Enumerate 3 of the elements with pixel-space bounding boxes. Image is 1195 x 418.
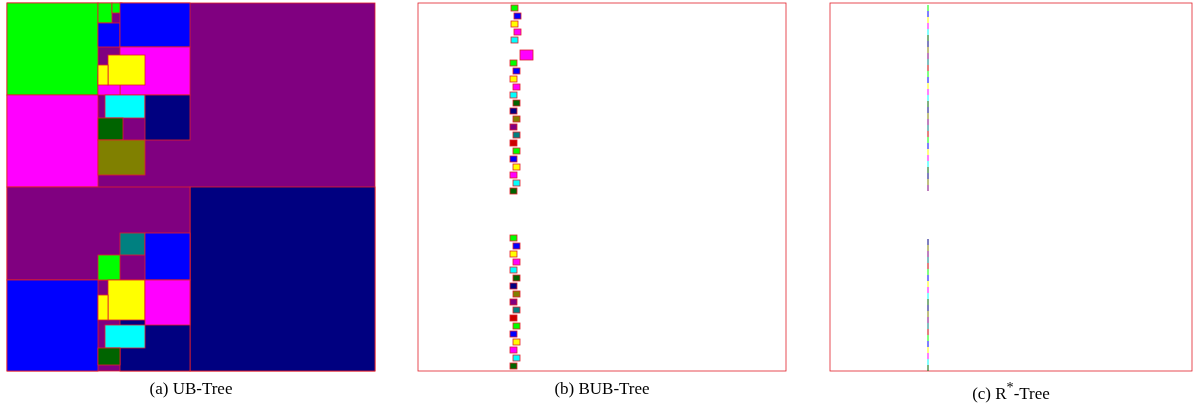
figure-caption: (c) R$^{*}$-Tree [972,379,1050,404]
figure-caption: (a) UB-Tree [149,379,233,399]
figure-caption: (b) BUB-Tree [554,379,650,399]
